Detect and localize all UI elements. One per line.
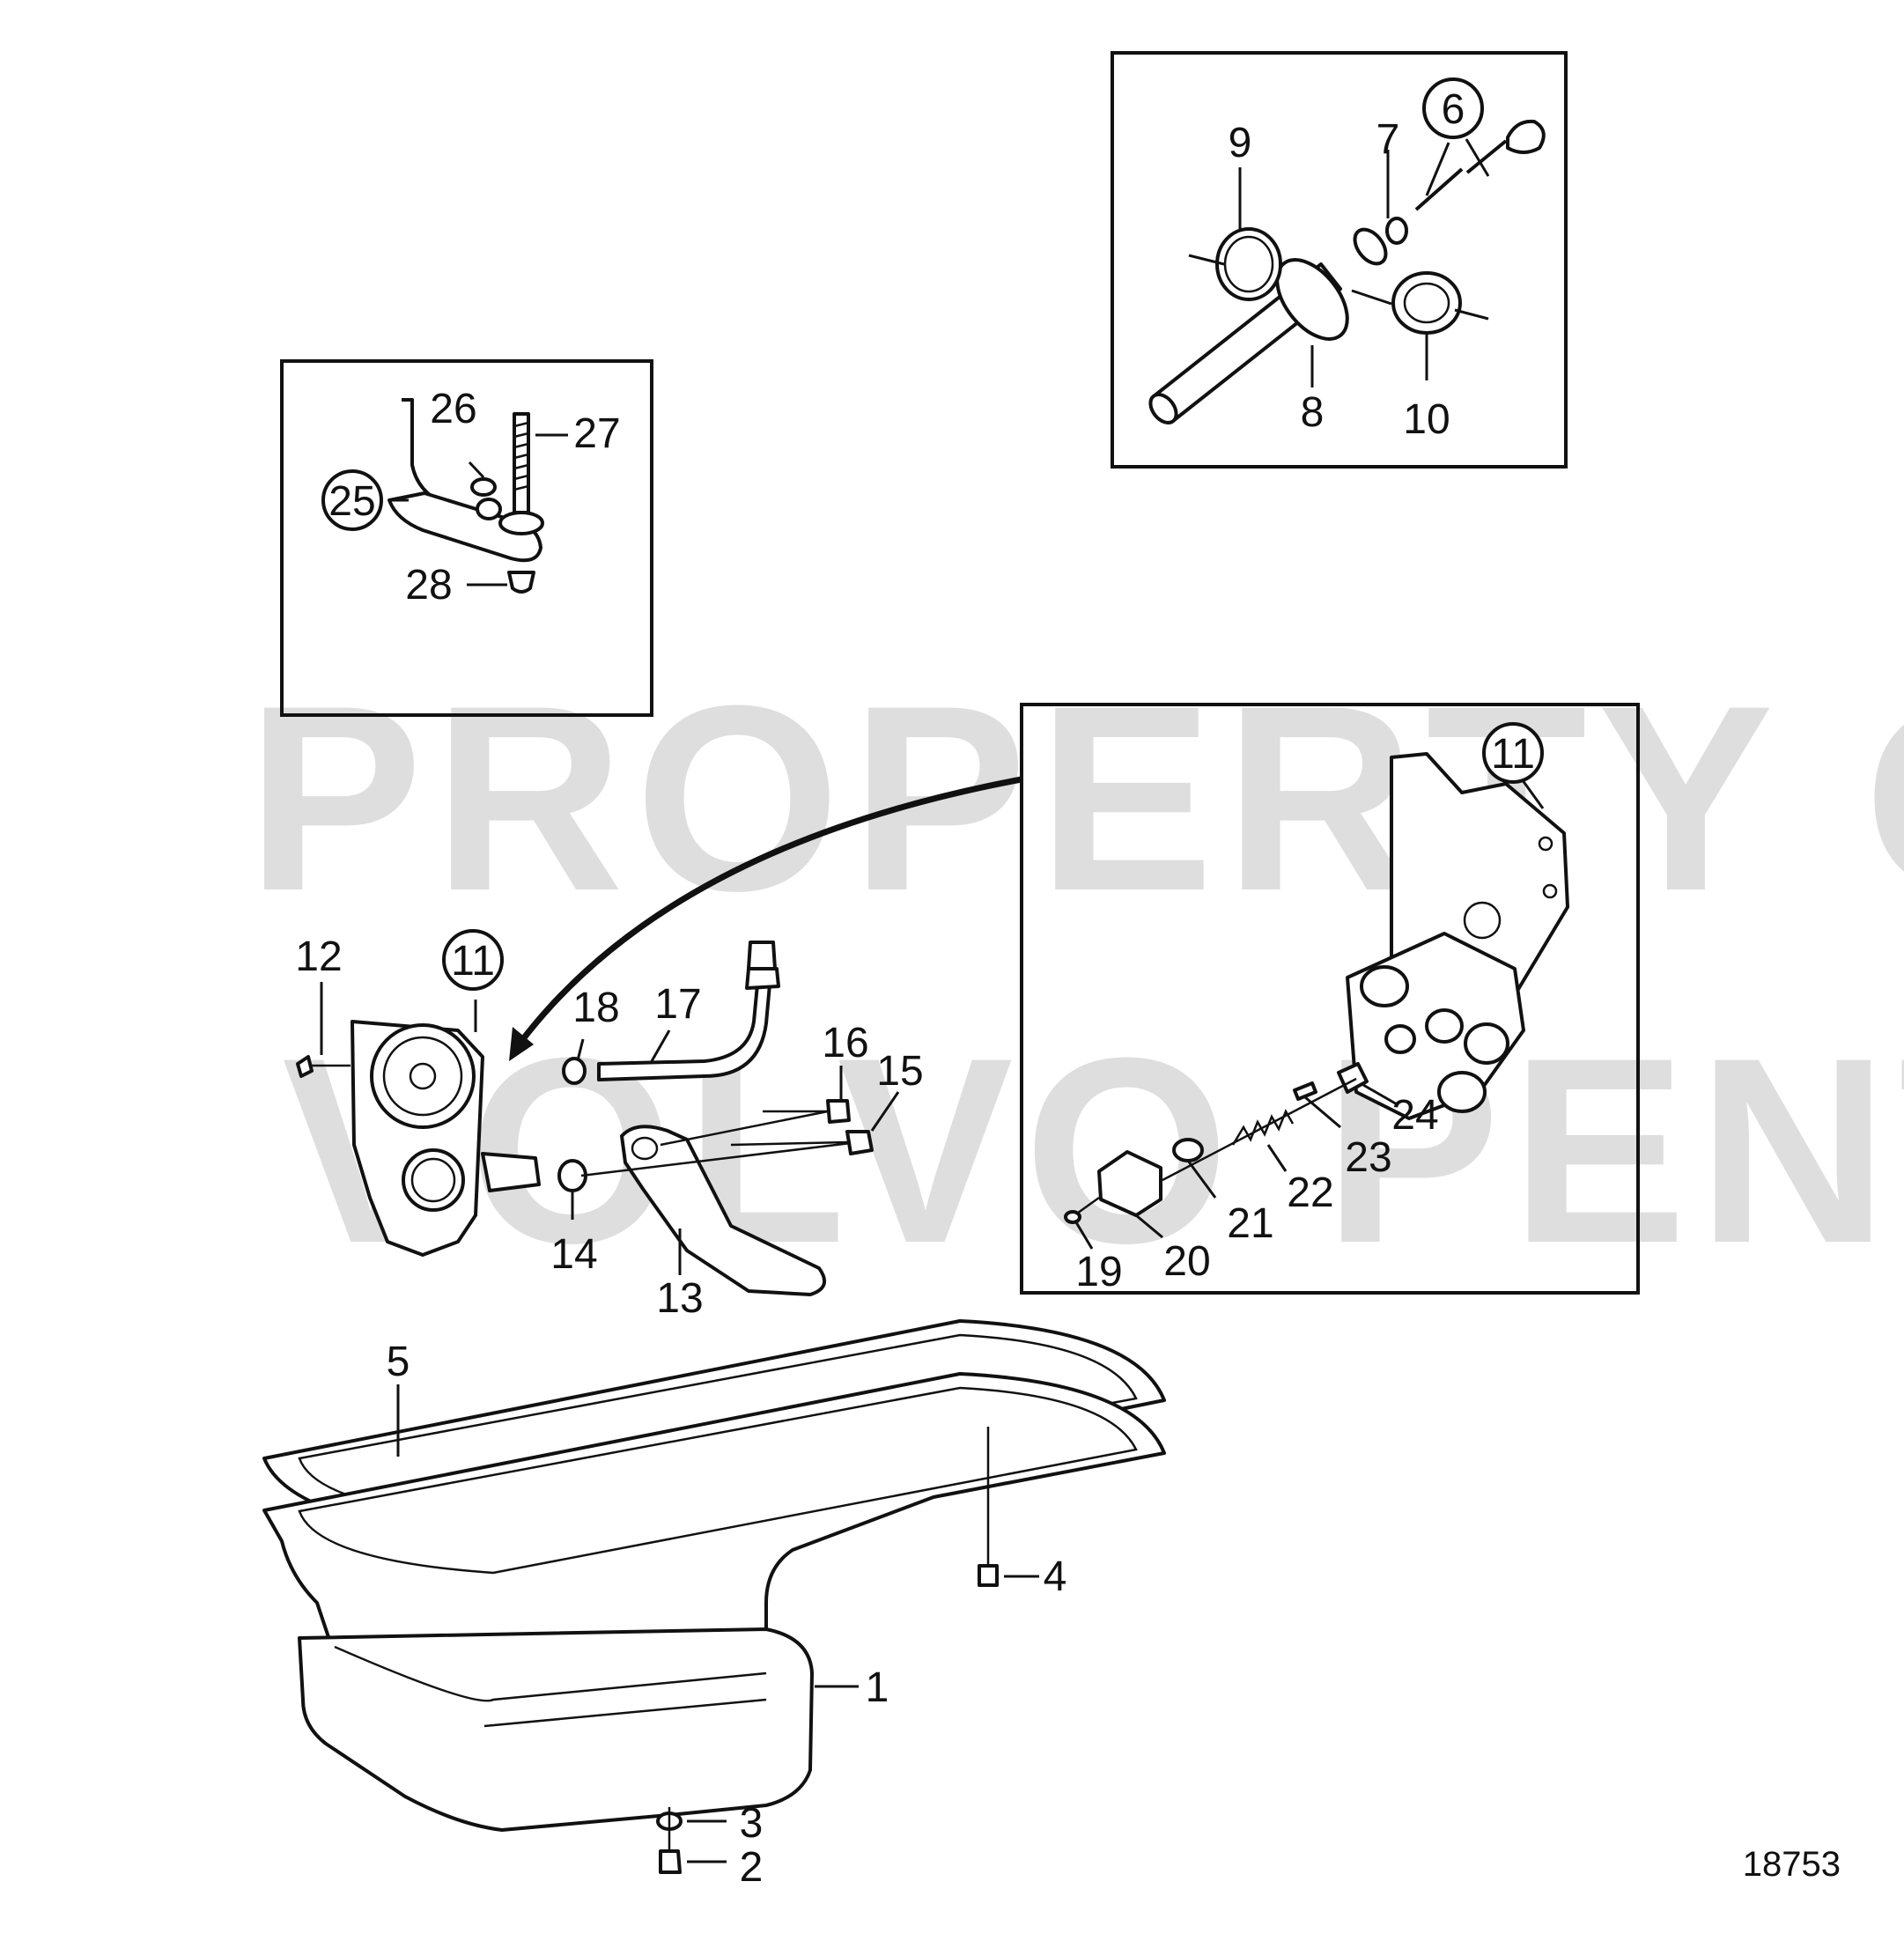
callout-28: 28 [405, 562, 452, 609]
callout-10: 10 [1403, 396, 1450, 443]
callout-2: 2 [740, 1844, 764, 1891]
callout-24: 24 [1391, 1092, 1438, 1139]
callout-7: 7 [1376, 116, 1400, 163]
callout-11-main: 11 [451, 938, 495, 985]
nut-10 [1391, 271, 1462, 335]
detail-frame-3 [1020, 703, 1640, 1295]
callout-13: 13 [656, 1275, 703, 1322]
arrow-head [509, 1027, 534, 1061]
suction-pipe-13 [620, 1125, 827, 1296]
drain-plug-2 [659, 1849, 682, 1874]
drive-gear [370, 1023, 476, 1129]
bolt-16-head [826, 1099, 851, 1124]
cover-20 [1097, 1150, 1162, 1217]
oil-sump-assembly: 5 4 1 3 2 [262, 1319, 1166, 1891]
callout-20: 20 [1163, 1238, 1210, 1285]
washer-26 [470, 477, 497, 497]
dipstick-handle [1506, 119, 1546, 154]
detail-connector-arrow [509, 776, 1022, 1061]
callout-1: 1 [866, 1664, 889, 1711]
callout-21: 21 [1227, 1200, 1273, 1247]
nut-28 [507, 571, 535, 594]
detail-frame [1111, 51, 1568, 469]
callout-22: 22 [1287, 1170, 1333, 1216]
callout-17: 17 [654, 981, 701, 1028]
callout-11-detail-circle [1482, 722, 1544, 784]
oil-sump-1-bowl [298, 1627, 814, 1832]
watermark-line-2: VOLVO PENTA [282, 1002, 1904, 1298]
detail-frame-2 [280, 359, 653, 717]
washer-21 [1172, 1138, 1204, 1162]
callout-25-circle [321, 469, 383, 531]
callout-25: 25 [328, 478, 375, 525]
oil-pump-assembly: 12 11 18 17 16 15 14 13 [295, 929, 924, 1322]
callout-11-main-circle [442, 929, 504, 991]
stud-27 [513, 412, 530, 514]
callout-11-detail: 11 [1491, 731, 1535, 778]
callout-26: 26 [430, 386, 476, 432]
bolt-15-head [845, 1130, 874, 1155]
callout-12: 12 [295, 933, 342, 980]
bolt-4 [978, 1564, 999, 1587]
stud-collar [498, 511, 544, 535]
watermark-line-1: PROPERTY OF [247, 650, 1904, 946]
tube-end [1148, 393, 1178, 424]
tube-top [1353, 227, 1388, 266]
suction-pipe-detail-panel: 25 26 27 28 [280, 359, 653, 717]
oil-sump-1-top [262, 1372, 1166, 1684]
callout-9: 9 [1229, 120, 1252, 166]
o-ring-7 [1385, 217, 1408, 245]
callout-5: 5 [387, 1339, 410, 1385]
callout-8: 8 [1301, 389, 1325, 436]
callout-4: 4 [1044, 1553, 1067, 1600]
pump-outlet [481, 1152, 541, 1192]
drawing-number: 18753 [1743, 1845, 1841, 1884]
callout-18: 18 [572, 985, 619, 1031]
o-ring-9 [1215, 227, 1282, 301]
callout-16: 16 [822, 1020, 868, 1066]
callout-15: 15 [876, 1048, 923, 1095]
callout-6: 6 [1442, 86, 1465, 133]
delivery-pipe-17 [597, 983, 771, 1081]
pipe-fitting [476, 498, 502, 520]
callout-27: 27 [573, 410, 620, 457]
dipstick-detail-panel: 9 7 6 8 10 [1111, 51, 1568, 469]
washer-18 [562, 1057, 587, 1085]
pipe-union [745, 967, 780, 990]
oil-pump-detail-panel: 11 24 23 22 21 20 19 [1020, 703, 1640, 1295]
watermark: PROPERTY OF VOLVO PENTA [247, 650, 1904, 1298]
tube-flange [1275, 258, 1349, 341]
callout-6-circle [1422, 77, 1484, 139]
callout-3: 3 [740, 1800, 764, 1847]
bolt-12-head [296, 1055, 314, 1078]
callout-19: 19 [1075, 1249, 1122, 1295]
callout-23: 23 [1345, 1134, 1391, 1181]
valve-23 [1293, 1081, 1317, 1101]
dipstick-rod [1414, 167, 1464, 211]
callout-14: 14 [550, 1231, 597, 1278]
